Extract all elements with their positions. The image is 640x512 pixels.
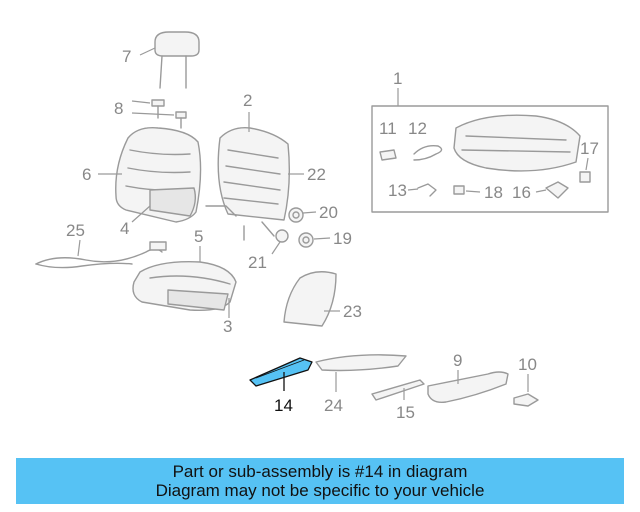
callout-16[interactable]: 16 <box>512 183 531 202</box>
leader-8a <box>131 100 151 104</box>
callout-18[interactable]: 18 <box>484 183 503 202</box>
callout-24[interactable]: 24 <box>324 396 343 415</box>
callout-9[interactable]: 9 <box>453 351 462 370</box>
leader-25 <box>77 239 81 257</box>
banner-line-disclaimer: Diagram may not be specific to your vehi… <box>155 481 485 500</box>
headrest-guide-part[interactable] <box>151 99 187 129</box>
bracket-part-17[interactable] <box>579 171 591 183</box>
leader-16 <box>535 189 547 193</box>
leader-19 <box>313 237 331 240</box>
callout-20[interactable]: 20 <box>319 203 338 222</box>
cushion-frame-part[interactable] <box>453 114 581 172</box>
leader-8b <box>131 112 175 116</box>
small-bracket-part-11[interactable] <box>379 149 397 161</box>
callout-10[interactable]: 10 <box>518 355 537 374</box>
leader-7 <box>139 47 156 56</box>
callout-11[interactable]: 11 <box>379 119 397 138</box>
callout-23[interactable]: 23 <box>343 302 362 321</box>
cover-part-16[interactable] <box>545 181 569 199</box>
callout-19[interactable]: 19 <box>333 229 352 248</box>
panel-part-24[interactable] <box>315 354 407 372</box>
callout-3[interactable]: 3 <box>223 317 232 336</box>
seat-track-assembly-box[interactable] <box>371 105 609 213</box>
exploded-seat-diagram: 7 8 6 4 2 22 20 21 <box>35 31 609 422</box>
leader-20 <box>302 211 317 214</box>
callout-17[interactable]: 17 <box>580 139 599 158</box>
callout-13[interactable]: 13 <box>388 181 407 200</box>
wire-harness-part[interactable] <box>35 241 167 269</box>
callout-4[interactable]: 4 <box>120 219 129 238</box>
callout-8[interactable]: 8 <box>114 99 123 118</box>
callout-2[interactable]: 2 <box>243 91 252 110</box>
callout-5[interactable]: 5 <box>194 227 203 246</box>
highlighted-part-14[interactable] <box>249 357 313 387</box>
leader-18 <box>465 190 481 193</box>
clip-part-18[interactable] <box>453 185 465 195</box>
callout-25[interactable]: 25 <box>66 221 85 240</box>
clip-part-13[interactable] <box>417 183 437 197</box>
lever-part-10[interactable] <box>513 393 539 407</box>
leader-21 <box>271 241 281 255</box>
lever-knob-part[interactable] <box>298 232 314 248</box>
callout-22[interactable]: 22 <box>307 165 326 184</box>
recliner-knob-part[interactable] <box>288 207 304 223</box>
seat-cushion-part[interactable] <box>132 261 237 312</box>
seat-back-frame-part[interactable] <box>205 127 291 241</box>
leader-13 <box>407 188 419 191</box>
leader-4 <box>131 205 151 223</box>
seat-back-board-part[interactable] <box>283 271 337 327</box>
callout-21[interactable]: 21 <box>248 253 267 272</box>
leader-17 <box>585 157 589 171</box>
banner-line-part-number: Part or sub-assembly is #14 in diagram <box>172 462 468 481</box>
headrest-part[interactable] <box>154 31 200 89</box>
callout-15[interactable]: 15 <box>396 403 415 422</box>
callout-7[interactable]: 7 <box>122 47 131 66</box>
info-banner: Part or sub-assembly is #14 in diagram D… <box>16 458 624 504</box>
trim-part-15[interactable] <box>371 379 425 401</box>
seat-back-pad-part[interactable] <box>115 127 202 223</box>
callout-12[interactable]: 12 <box>408 119 427 138</box>
cable-part-12[interactable] <box>413 144 443 161</box>
callout-6[interactable]: 6 <box>82 165 91 184</box>
knob-cap-part[interactable] <box>275 229 289 243</box>
callout-1[interactable]: 1 <box>393 69 402 88</box>
side-cover-part-9[interactable] <box>427 371 509 404</box>
callout-14[interactable]: 14 <box>274 396 293 415</box>
